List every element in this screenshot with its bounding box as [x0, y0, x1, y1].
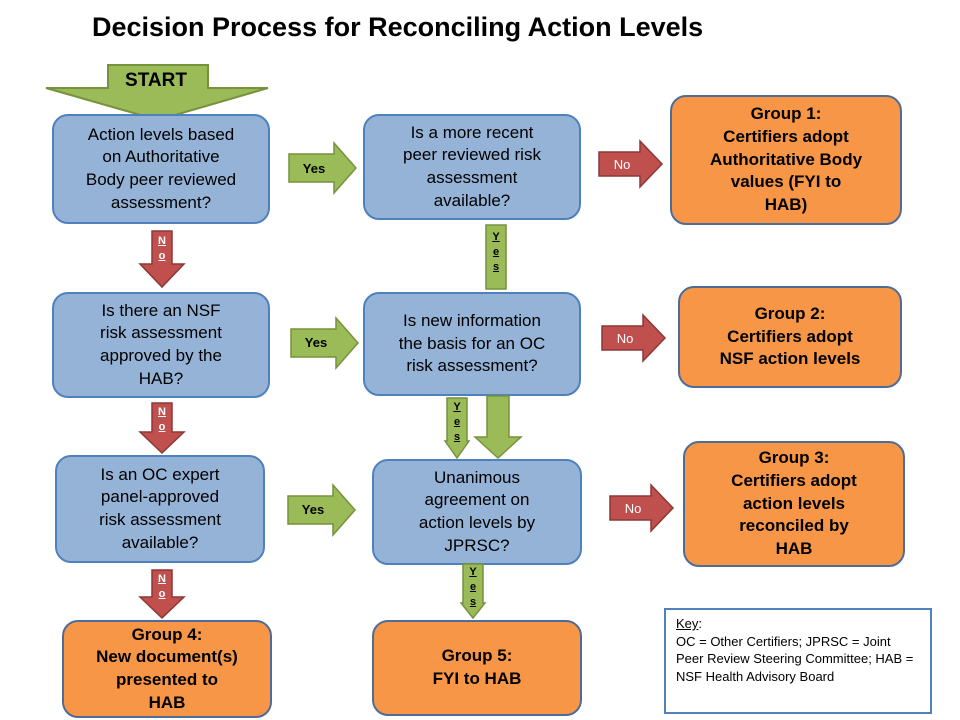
no-down-label-1: N o: [158, 235, 166, 262]
key-text: : OC = Other Certifiers; JPRSC = Joint P…: [676, 616, 914, 684]
no-arrow-1: [598, 139, 664, 189]
yes-down-arrow-3: [459, 563, 487, 620]
no-label-1: No: [613, 157, 631, 172]
no-down-label-2: N o: [158, 406, 166, 433]
outcome-group-1: Group 1: Certifiers adopt Authoritative …: [670, 95, 902, 225]
start-arrow: [45, 64, 269, 122]
yes-down-arrow-2: [443, 397, 471, 460]
question-nsf-risk-assessment: Is there an NSF risk assessment approved…: [52, 292, 270, 398]
no-arrow-3: [609, 483, 675, 533]
yes-label-1: Yes: [302, 161, 326, 176]
no-down-label-3: N o: [158, 573, 166, 600]
yes-label-2: Yes: [304, 335, 328, 350]
no-down-arrow-2: [138, 402, 186, 455]
yes-down-label-3: Y e s: [469, 566, 477, 608]
outcome-group-5: Group 5: FYI to HAB: [372, 620, 582, 716]
no-label-3: No: [624, 501, 642, 516]
key-box: Key: OC = Other Certifiers; JPRSC = Join…: [664, 608, 932, 714]
yes-down-label-2: Y e s: [453, 401, 461, 443]
no-down-arrow-1: [138, 230, 186, 289]
yes-arrow-3: [287, 483, 356, 537]
question-authoritative-body: Action levels based on Authoritative Bod…: [52, 114, 270, 224]
outcome-group-4: Group 4: New document(s) presented to HA…: [62, 620, 272, 718]
outcome-group-2: Group 2: Certifiers adopt NSF action lev…: [678, 286, 902, 388]
merge-down-arrow: [473, 395, 523, 460]
yes-label-3: Yes: [301, 502, 325, 517]
no-arrow-2: [601, 313, 667, 363]
page-title: Decision Process for Reconciling Action …: [92, 12, 704, 42]
question-unanimous-agreement: Unanimous agreement on action levels by …: [372, 459, 582, 565]
outcome-group-3: Group 3: Certifiers adopt action levels …: [683, 441, 905, 567]
yes-arrow-2: [290, 316, 359, 370]
yes-arrow-1: [288, 141, 357, 195]
no-label-2: No: [616, 331, 634, 346]
question-new-information: Is new information the basis for an OC r…: [363, 292, 581, 396]
no-down-arrow-3: [138, 569, 186, 620]
yes-down-label-1: Y e s: [492, 231, 500, 273]
start-label: START: [125, 70, 187, 91]
question-recent-peer-review: Is a more recent peer reviewed risk asse…: [363, 114, 581, 220]
yes-down-arrow-1: [485, 224, 507, 290]
question-oc-expert-panel: Is an OC expert panel-approved risk asse…: [55, 455, 265, 563]
key-title: Key: [676, 616, 699, 631]
